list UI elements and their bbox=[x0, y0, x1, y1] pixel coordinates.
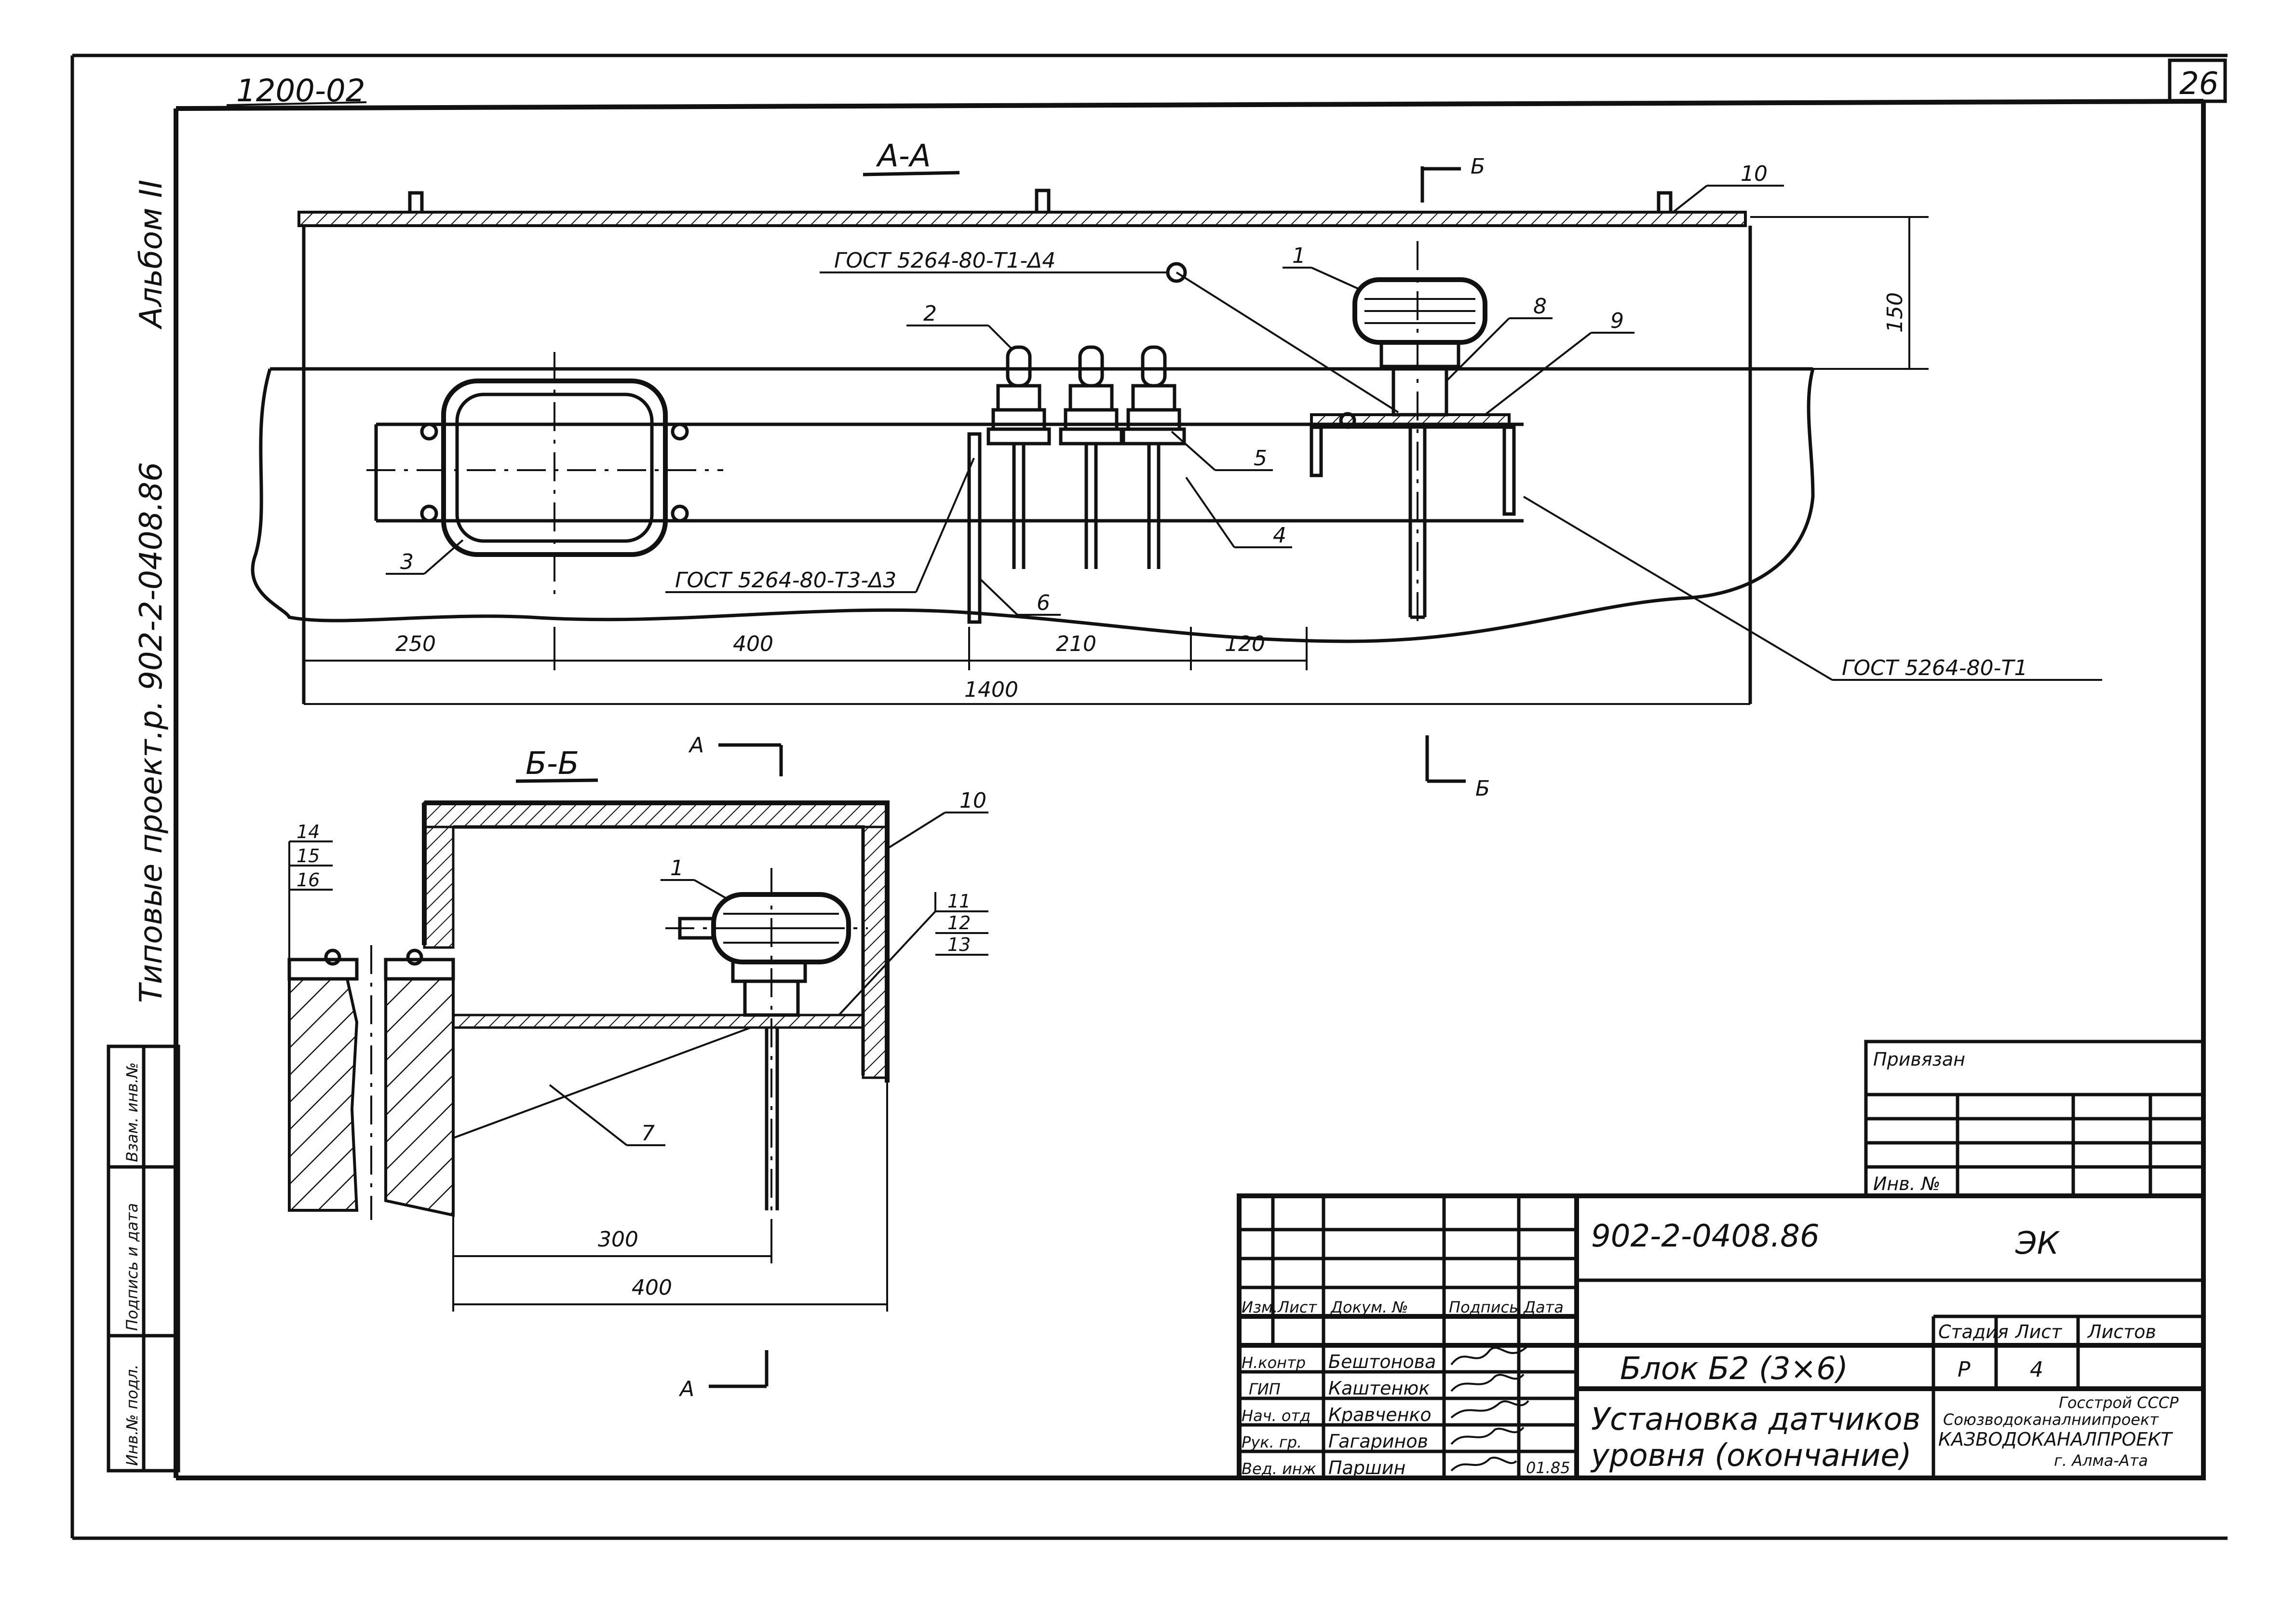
weld-note-1: ГОСТ 5264-80-Т1-Δ4 bbox=[834, 248, 1055, 273]
stack-left-14: 14 bbox=[297, 821, 320, 842]
callout-aa-9: 9 bbox=[1610, 309, 1624, 333]
role-3: Рук. гр. bbox=[1242, 1433, 1302, 1451]
stack-right-11: 11 bbox=[947, 891, 971, 912]
stage-header: Стадия bbox=[1938, 1321, 2009, 1342]
dim-250: 250 bbox=[395, 632, 436, 656]
cut-mark-a-top: А bbox=[688, 733, 704, 758]
hdr-izm: Изм. bbox=[1242, 1298, 1278, 1316]
callout-aa-5: 5 bbox=[1254, 446, 1267, 471]
org-line-2: Союзводоканалниипроект bbox=[1943, 1410, 2159, 1429]
callout-aa-1: 1 bbox=[1292, 244, 1306, 268]
sign-date: 01.85 bbox=[1526, 1459, 1570, 1477]
sheet-value: 4 bbox=[2030, 1357, 2043, 1382]
stamp-inv-label: Инв.№ подл. bbox=[123, 1364, 141, 1466]
title-block bbox=[1237, 1193, 2206, 1480]
hdr-doc: Докум. № bbox=[1330, 1298, 1408, 1316]
weld-note-2: ГОСТ 5264-80-Т3-Δ3 bbox=[675, 568, 896, 593]
role-0: Н.контр bbox=[1242, 1354, 1306, 1372]
hdr-list: Лист bbox=[1277, 1298, 1317, 1316]
doc-mark: ЭК bbox=[2015, 1226, 2060, 1261]
callout-bb-1: 1 bbox=[670, 856, 684, 880]
binding-label: Привязан bbox=[1873, 1049, 1965, 1070]
aa-dimension-lines bbox=[304, 627, 1750, 705]
dim-1400: 1400 bbox=[964, 677, 1018, 702]
drawing-title-2: уровня (окончание) bbox=[1590, 1438, 1912, 1474]
height-dim-150: 150 bbox=[1883, 292, 1907, 333]
sheet-frame bbox=[70, 54, 2228, 1540]
section-bb-drawing bbox=[287, 800, 890, 1234]
callout-aa-3: 3 bbox=[400, 550, 414, 574]
callout-bb-7: 7 bbox=[641, 1121, 655, 1146]
stack-right-lines bbox=[838, 892, 988, 1016]
role-1: ГИП bbox=[1249, 1380, 1281, 1398]
stack-right-13: 13 bbox=[947, 934, 971, 955]
page-number: 26 bbox=[2179, 66, 2218, 102]
name-1: Каштенюк bbox=[1328, 1378, 1430, 1399]
signatures bbox=[1450, 1344, 1529, 1472]
stamp-replace-label: Взам. инв.№ bbox=[123, 1062, 141, 1162]
dim-210: 210 bbox=[1056, 632, 1096, 656]
name-3: Гагаринов bbox=[1328, 1431, 1428, 1452]
stack-left-lines bbox=[288, 840, 333, 960]
bb-dim-300: 300 bbox=[598, 1227, 638, 1252]
callout-aa-10: 10 bbox=[1741, 162, 1768, 186]
stack-left-15: 15 bbox=[297, 845, 320, 867]
callout-aa-6: 6 bbox=[1037, 591, 1050, 615]
org-line-4: г. Алма-Ата bbox=[2054, 1451, 2148, 1470]
section-aa-title: А-А bbox=[876, 138, 931, 174]
dim-400: 400 bbox=[733, 632, 773, 656]
side-title: Типовые проект.р. 902-2-0408.86 bbox=[134, 462, 169, 1003]
name-2: Кравченко bbox=[1328, 1404, 1432, 1425]
dim-120: 120 bbox=[1225, 632, 1265, 656]
hdr-sign: Подпись bbox=[1449, 1298, 1518, 1316]
stage-value: Р bbox=[1958, 1357, 1971, 1382]
hdr-date: Дата bbox=[1523, 1298, 1564, 1316]
org-line-1: Госстрой СССР bbox=[2059, 1394, 2179, 1412]
callout-aa-4: 4 bbox=[1273, 523, 1286, 548]
drawing-title-1: Установка датчиков bbox=[1591, 1402, 1920, 1437]
album-label: Альбом II bbox=[134, 180, 169, 330]
block-title: Блок Б2 (3×6) bbox=[1620, 1351, 1848, 1387]
weld-note-3: ГОСТ 5264-80-Т1 bbox=[1842, 656, 2027, 680]
role-2: Нач. отд bbox=[1242, 1407, 1310, 1425]
section-bb-title: Б-Б bbox=[526, 746, 579, 782]
callout-bb-10: 10 bbox=[959, 788, 986, 813]
sheet-header: Лист bbox=[2014, 1321, 2063, 1342]
cut-mark-a-bottom: А bbox=[678, 1377, 694, 1401]
doc-code: 902-2-0408.86 bbox=[1591, 1219, 1820, 1254]
cut-mark-b-top: Б bbox=[1471, 154, 1485, 179]
left-stamp bbox=[107, 1044, 180, 1473]
cut-mark-b-bottom: Б bbox=[1475, 776, 1490, 801]
bb-dimension-lines bbox=[452, 1083, 888, 1312]
section-aa-drawing bbox=[251, 189, 1815, 704]
stamp-sign-label: Подпись и дата bbox=[123, 1203, 141, 1331]
name-0: Бештонова bbox=[1328, 1351, 1436, 1372]
inv-label: Инв. № bbox=[1873, 1173, 1940, 1194]
name-4: Паршин bbox=[1328, 1457, 1405, 1478]
callout-aa-8: 8 bbox=[1533, 294, 1547, 319]
bb-dim-400: 400 bbox=[632, 1275, 672, 1300]
role-4: Вед. инж bbox=[1242, 1460, 1316, 1478]
org-line-3: КАЗВОДОКАНАЛПРОЕКТ bbox=[1938, 1429, 2173, 1450]
stack-left-16: 16 bbox=[297, 869, 320, 891]
callout-aa-2: 2 bbox=[923, 301, 937, 326]
stack-right-12: 12 bbox=[947, 912, 971, 934]
sheets-header: Листов bbox=[2087, 1321, 2156, 1342]
